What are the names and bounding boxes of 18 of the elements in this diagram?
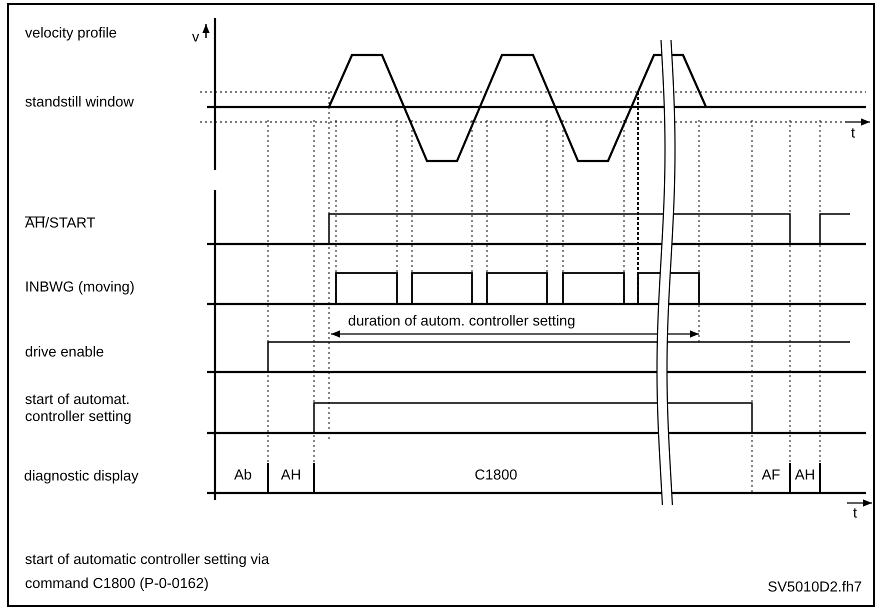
signal-label: INBWG (moving) bbox=[25, 280, 135, 296]
row-label: diagnostic display bbox=[24, 468, 138, 486]
state-label: C1800 bbox=[474, 468, 518, 484]
duration-label: duration of autom. controller setting bbox=[348, 314, 576, 330]
axis-label: v bbox=[192, 30, 200, 46]
row-label: standstill window bbox=[25, 94, 134, 112]
state-label: AH bbox=[280, 468, 302, 484]
signal-label: drive enable bbox=[25, 344, 104, 362]
signal-label: AH/START bbox=[25, 216, 884, 232]
file-name: SV5010D2.fh7 bbox=[768, 580, 862, 596]
caption: start of automatic controller setting via command C1800 (P-0-0162) bbox=[25, 551, 270, 594]
state-label: Ab bbox=[234, 468, 252, 484]
state-label: AH bbox=[794, 468, 816, 484]
state-label: AF bbox=[762, 468, 780, 484]
axis-label: t bbox=[851, 126, 856, 142]
signal-label: start of automat. controller setting bbox=[25, 392, 132, 426]
row-label: velocity profile bbox=[25, 26, 117, 42]
axis-label: t bbox=[853, 506, 858, 522]
